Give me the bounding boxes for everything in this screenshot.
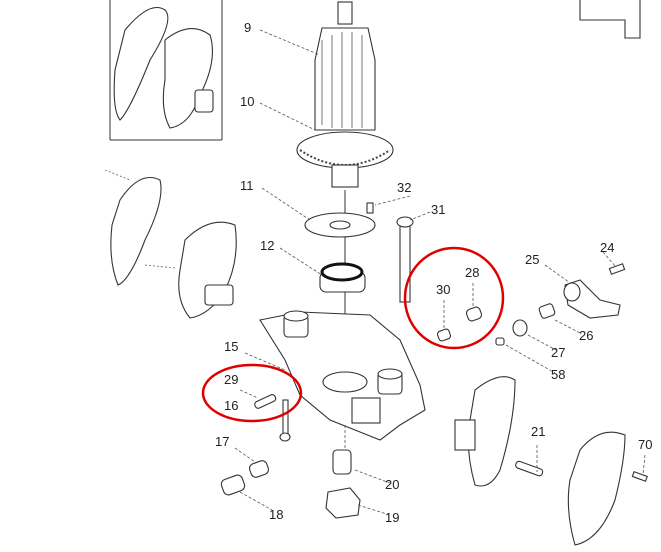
label-31: 31 xyxy=(431,202,445,217)
label-9: 9 xyxy=(244,20,251,35)
armature xyxy=(296,1,394,188)
label-70: 70 xyxy=(638,437,652,452)
label-11: 11 xyxy=(240,178,254,193)
screw-26 xyxy=(538,303,556,319)
part-58 xyxy=(495,337,505,346)
handle-right xyxy=(454,376,648,546)
label-16: 16 xyxy=(224,398,238,413)
inset-box xyxy=(109,0,223,141)
label-19: 19 xyxy=(385,510,399,525)
spring-17 xyxy=(249,460,269,478)
lever-25 xyxy=(563,279,621,319)
highlight-circle-16-29 xyxy=(201,363,303,423)
label-17: 17 xyxy=(215,434,229,449)
screw-32 xyxy=(366,202,374,214)
label-28: 28 xyxy=(465,265,479,280)
cap-18 xyxy=(220,474,246,496)
nut-20 xyxy=(332,449,352,475)
label-27: 27 xyxy=(551,345,565,360)
handle-left xyxy=(104,169,237,319)
screw-70 xyxy=(631,471,648,482)
screw-15 xyxy=(282,399,289,436)
label-58: 58 xyxy=(551,367,565,382)
label-20: 20 xyxy=(385,477,399,492)
screw-21 xyxy=(515,460,544,477)
label-15: 15 xyxy=(224,339,238,354)
pin-28 xyxy=(465,306,483,322)
screw-24 xyxy=(608,263,626,275)
label-12: 12 xyxy=(260,238,274,253)
label-18: 18 xyxy=(269,507,283,522)
label-32: 32 xyxy=(397,180,411,195)
highlight-circle-28-30 xyxy=(403,246,505,350)
bearing-12 xyxy=(319,262,366,293)
nut-19 xyxy=(325,487,361,519)
leader-lines xyxy=(234,29,646,516)
label-24: 24 xyxy=(600,240,614,255)
label-29: 29 xyxy=(224,372,238,387)
label-21: 21 xyxy=(531,424,545,439)
spring-30 xyxy=(436,328,452,342)
corner-fragment xyxy=(579,0,641,39)
label-10: 10 xyxy=(240,94,254,109)
spring-27 xyxy=(512,319,528,337)
label-26: 26 xyxy=(579,328,593,343)
part-labels: 9 10 11 32 31 12 24 25 28 30 26 27 58 15… xyxy=(215,20,652,525)
label-30: 30 xyxy=(436,282,450,297)
label-25: 25 xyxy=(525,252,539,267)
pin-16 xyxy=(254,394,277,409)
